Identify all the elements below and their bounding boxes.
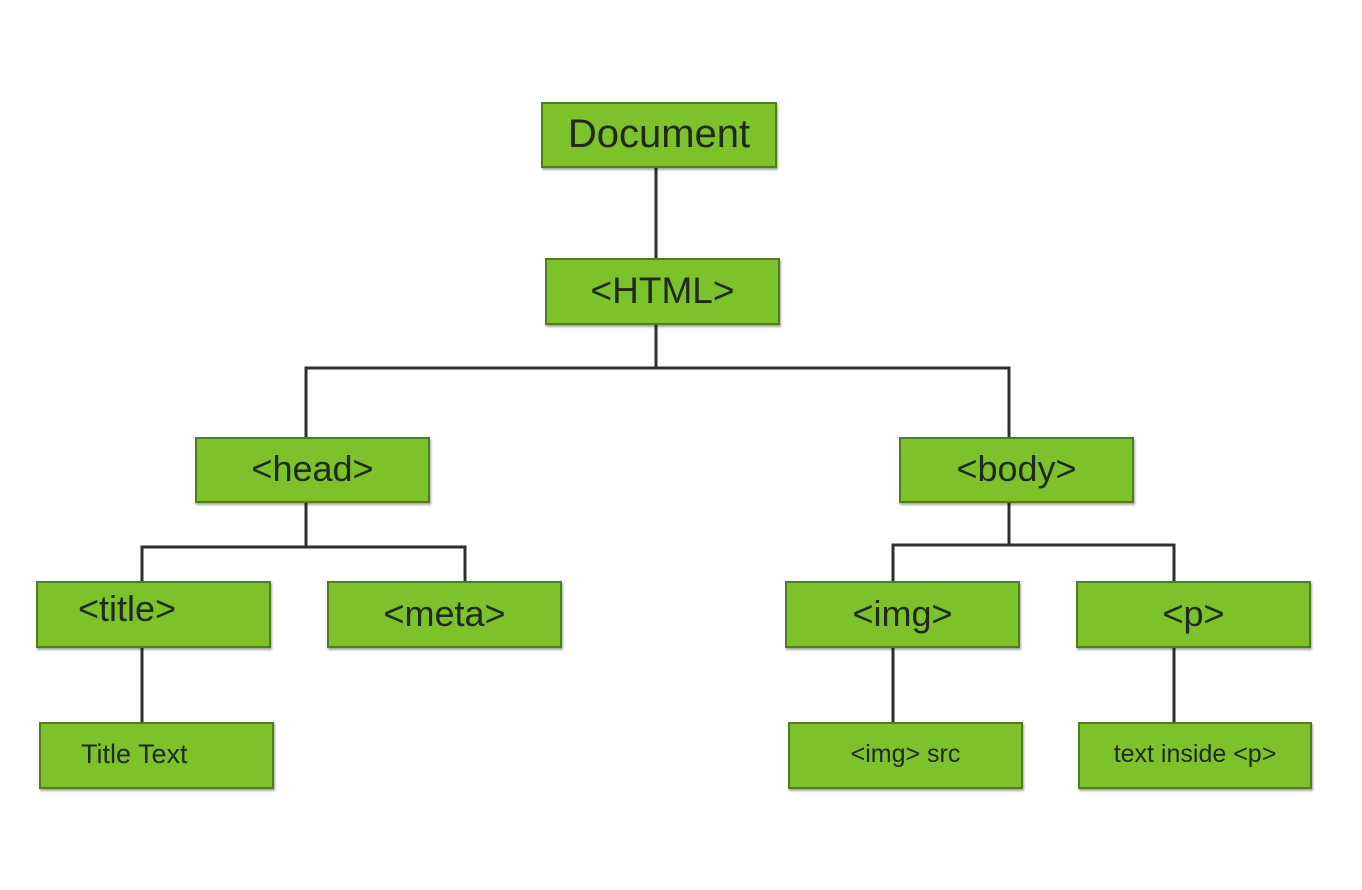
node-meta: <meta> xyxy=(327,581,562,648)
node-document: Document xyxy=(541,102,777,168)
node-html: <HTML> xyxy=(545,258,780,325)
node-p-label: <p> xyxy=(1162,592,1225,634)
node-head-label: <head> xyxy=(251,448,374,489)
node-img: <img> xyxy=(785,581,1020,648)
node-p-text-label: text inside <p> xyxy=(1113,740,1277,768)
node-title-text-label: Title Text xyxy=(81,739,188,769)
node-img-src: <img> src xyxy=(788,722,1023,789)
node-p-text: text inside <p> xyxy=(1078,722,1312,789)
node-p: <p> xyxy=(1076,581,1311,648)
node-head: <head> xyxy=(195,437,430,503)
node-body: <body> xyxy=(899,437,1134,503)
node-img-label: <img> xyxy=(852,592,953,634)
node-title: <title> xyxy=(36,581,271,648)
node-html-label: <HTML> xyxy=(590,269,735,311)
node-body-label: <body> xyxy=(956,448,1077,489)
node-title-label: <title> xyxy=(78,588,177,629)
node-img-src-label: <img> src xyxy=(850,740,961,768)
node-title-text: Title Text xyxy=(39,722,274,789)
node-document-label: Document xyxy=(567,111,751,156)
node-meta-label: <meta> xyxy=(383,592,506,634)
